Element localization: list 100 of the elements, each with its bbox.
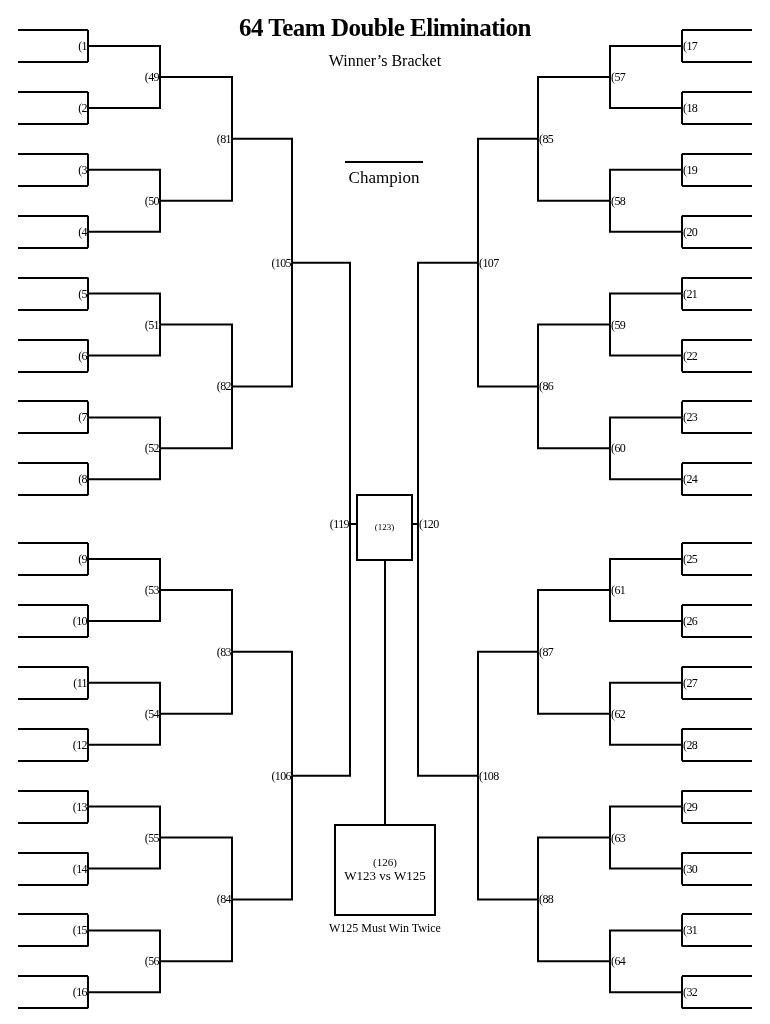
- bracket-line: [681, 603, 683, 622]
- fill-in-line: [18, 542, 88, 544]
- fill-in-line: [682, 821, 752, 824]
- bracket-line: [537, 75, 611, 140]
- fill-in-line: [18, 1007, 88, 1010]
- bracket-line: [681, 805, 683, 824]
- bracket-line: [231, 261, 293, 388]
- fill-in-line: [18, 635, 88, 638]
- game-number: (106: [271, 768, 291, 783]
- fill-in-line: [682, 727, 752, 730]
- game-number: (51: [144, 317, 159, 332]
- fill-in-line: [18, 945, 88, 948]
- game-number: (29: [683, 799, 698, 814]
- fill-in-line: [18, 851, 88, 854]
- bracket-line: [159, 650, 233, 715]
- bracket-line: [87, 665, 89, 684]
- bracket-line: [87, 400, 89, 419]
- fill-in-line: [18, 913, 88, 916]
- fill-in-line: [682, 851, 752, 854]
- bracket-line: [681, 168, 683, 187]
- bracket-line: [87, 851, 89, 870]
- bracket-line: [609, 416, 683, 450]
- bracket-line: [87, 558, 161, 591]
- game-number: (8: [78, 472, 87, 487]
- game-number: (1: [78, 39, 87, 53]
- bracket-line: [609, 681, 683, 715]
- game-number: (49: [144, 69, 159, 84]
- fill-in-line: [682, 152, 752, 155]
- fill-in-line: [682, 308, 752, 311]
- fill-in-line: [682, 184, 752, 187]
- game-number: (64: [611, 954, 626, 969]
- bracket-line: [159, 323, 233, 388]
- bracket-line: [681, 558, 683, 576]
- bracket-line: [477, 261, 539, 388]
- game-number: (123): [374, 522, 395, 533]
- bracket-line: [609, 75, 683, 109]
- fill-in-line: [682, 29, 752, 31]
- fill-in-line: [682, 338, 752, 341]
- game-number: (85: [539, 131, 554, 146]
- bracket-line: [537, 650, 611, 715]
- fill-in-line: [682, 603, 752, 606]
- bracket-line: [681, 867, 683, 886]
- fill-in-line: [682, 542, 752, 544]
- game-number: (126): [373, 856, 397, 869]
- game-number: (27: [683, 675, 698, 690]
- fill-in-line: [682, 214, 752, 217]
- fill-in-line: [18, 821, 88, 824]
- fill-in-line: [18, 574, 88, 576]
- fill-in-line: [682, 462, 752, 465]
- game-number: (19: [683, 162, 698, 177]
- game-number: (57: [611, 69, 626, 84]
- bracket-line: [681, 214, 683, 233]
- fill-in-line: [682, 494, 752, 497]
- bracket-line: [609, 168, 683, 202]
- bracket-line: [87, 805, 161, 839]
- fill-in-line: [682, 1007, 752, 1010]
- game-number: (105: [271, 255, 291, 270]
- bracket-line: [87, 558, 89, 576]
- fill-in-line: [18, 370, 88, 373]
- fill-in-line: [18, 494, 88, 497]
- bracket-line: [87, 619, 89, 638]
- bracket-line: [681, 292, 683, 311]
- bracket-line: [681, 338, 683, 357]
- game-number: (14: [72, 861, 87, 876]
- title: 64 Team Double Elimination: [238, 14, 532, 42]
- fill-in-line: [682, 90, 752, 93]
- bracket-line: [87, 106, 89, 125]
- bracket-line: [87, 416, 161, 450]
- bracket-line: [159, 836, 233, 901]
- bracket-line: [87, 727, 89, 746]
- game-number: (120: [419, 517, 439, 531]
- bracket-line: [87, 45, 161, 78]
- match-box: [334, 824, 436, 916]
- bracket-line: [87, 338, 89, 357]
- bracket-line: [417, 261, 479, 525]
- fill-in-line: [18, 308, 88, 311]
- bracket-line: [159, 588, 233, 653]
- game-number: (5: [78, 286, 87, 301]
- bracket-line: [537, 836, 611, 901]
- game-number: (23: [683, 410, 698, 425]
- game-number: (53: [144, 582, 159, 597]
- bracket-line: [681, 975, 683, 994]
- bracket-line: [87, 462, 89, 481]
- game-number: (16: [72, 985, 87, 1000]
- bracket-line: [681, 462, 683, 481]
- game-number: (56: [144, 954, 159, 969]
- fill-in-line: [18, 883, 88, 886]
- fill-in-line: [18, 727, 88, 730]
- bracket-line: [87, 913, 89, 932]
- bracket-line: [681, 416, 683, 435]
- bracket-line: [681, 991, 683, 1010]
- bracket-line: [87, 45, 89, 63]
- fill-in-line: [682, 122, 752, 125]
- game-number: (4: [78, 224, 87, 239]
- fill-in-line: [682, 276, 752, 279]
- game-number: (11: [73, 675, 87, 690]
- game-number: (31: [683, 923, 698, 938]
- bracket-line: [87, 152, 89, 171]
- bracket-line: [412, 523, 419, 525]
- game-number: (25: [683, 552, 698, 566]
